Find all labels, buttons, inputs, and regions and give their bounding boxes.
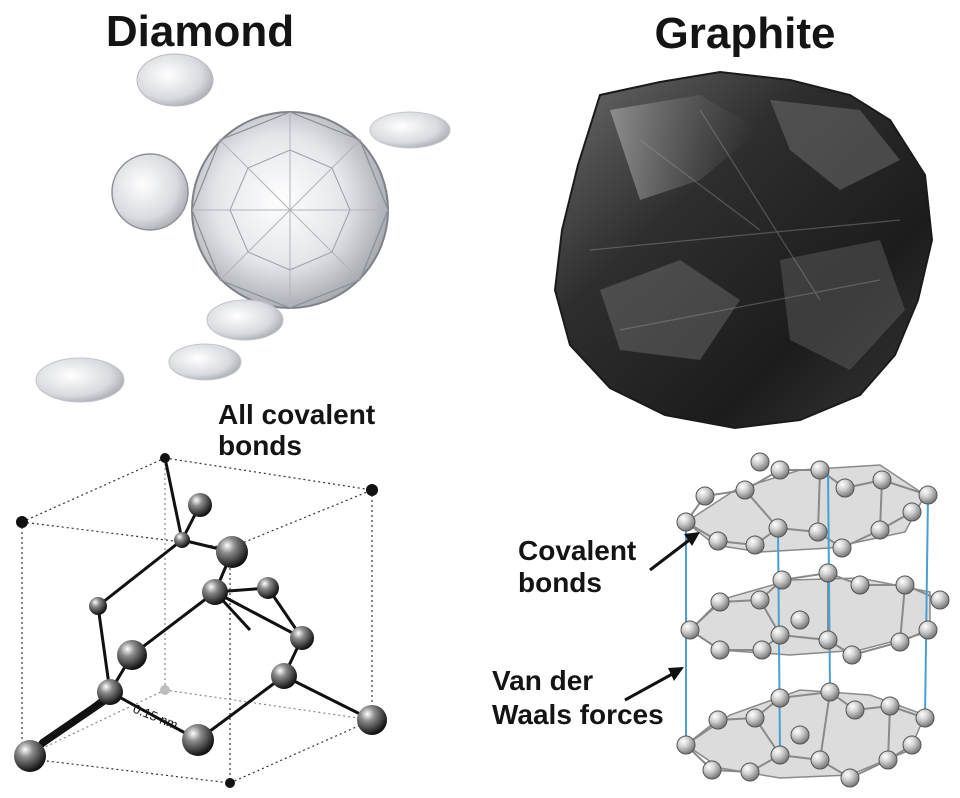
graphite-title: Graphite [655, 9, 836, 58]
vdw-label-line-1: Van der [492, 665, 593, 696]
graphite-atoms [676, 452, 950, 788]
diamond-gems-photo [35, 53, 451, 403]
bond-length-label: 0.15 nm [131, 701, 180, 733]
diamond-annotation-line-2: bonds [218, 430, 302, 461]
van-der-waals-label: Van der Waals forces [492, 665, 664, 730]
graphite-lattice [676, 452, 950, 788]
covalent-label-line-1: Covalent [518, 535, 636, 566]
diamond-lattice: 0.15 nm [14, 453, 387, 788]
covalent-arrow [649, 532, 700, 572]
diamond-title: Diamond [106, 7, 294, 56]
bond-wedge [30, 692, 112, 756]
diamond-annotation-line-1: All covalent [218, 399, 375, 430]
graphite-rock-photo [553, 70, 934, 430]
van-der-waals-arrow [624, 667, 684, 702]
unit-cell-edges [21, 457, 373, 784]
diamond-atoms [14, 453, 387, 788]
vdw-label-line-2: Waals forces [492, 699, 664, 730]
covalent-label-line-2: bonds [518, 567, 602, 598]
diamond-bond-annotation: All covalent bonds [218, 399, 383, 461]
covalent-bonds-label: Covalent bonds [518, 535, 644, 598]
